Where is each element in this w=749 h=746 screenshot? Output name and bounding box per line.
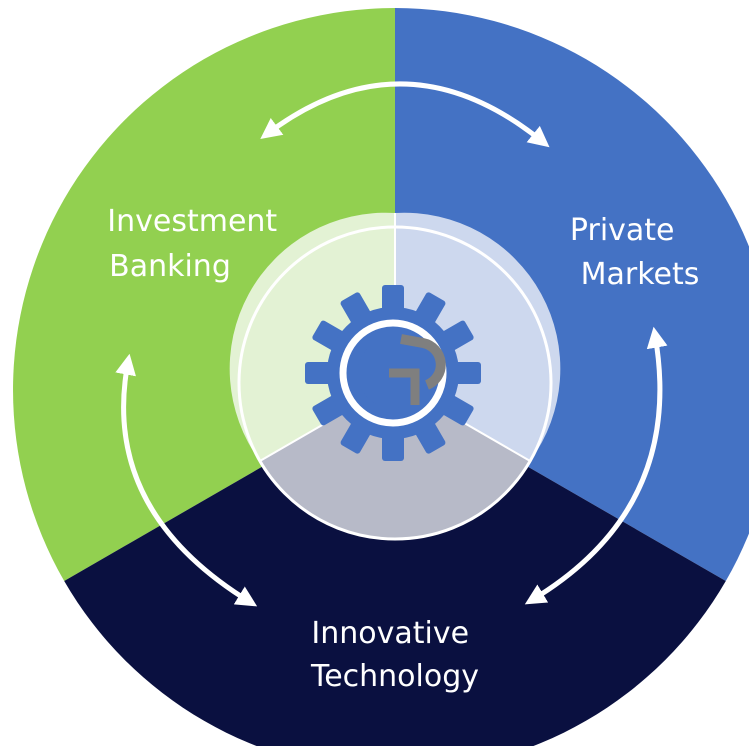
- arrow-left: [115, 353, 258, 607]
- cycle-arrows: [115, 81, 668, 607]
- innovative-technology-segment: [64, 390, 726, 746]
- innovative-technology-label: Innovative Technology: [310, 616, 479, 694]
- arrow-right: [524, 326, 668, 605]
- private-markets-label: Private Markets: [570, 213, 699, 292]
- investment-banking-label: Investment Banking: [107, 204, 286, 284]
- arrow-top: [260, 81, 550, 148]
- gear-icon: [305, 285, 481, 461]
